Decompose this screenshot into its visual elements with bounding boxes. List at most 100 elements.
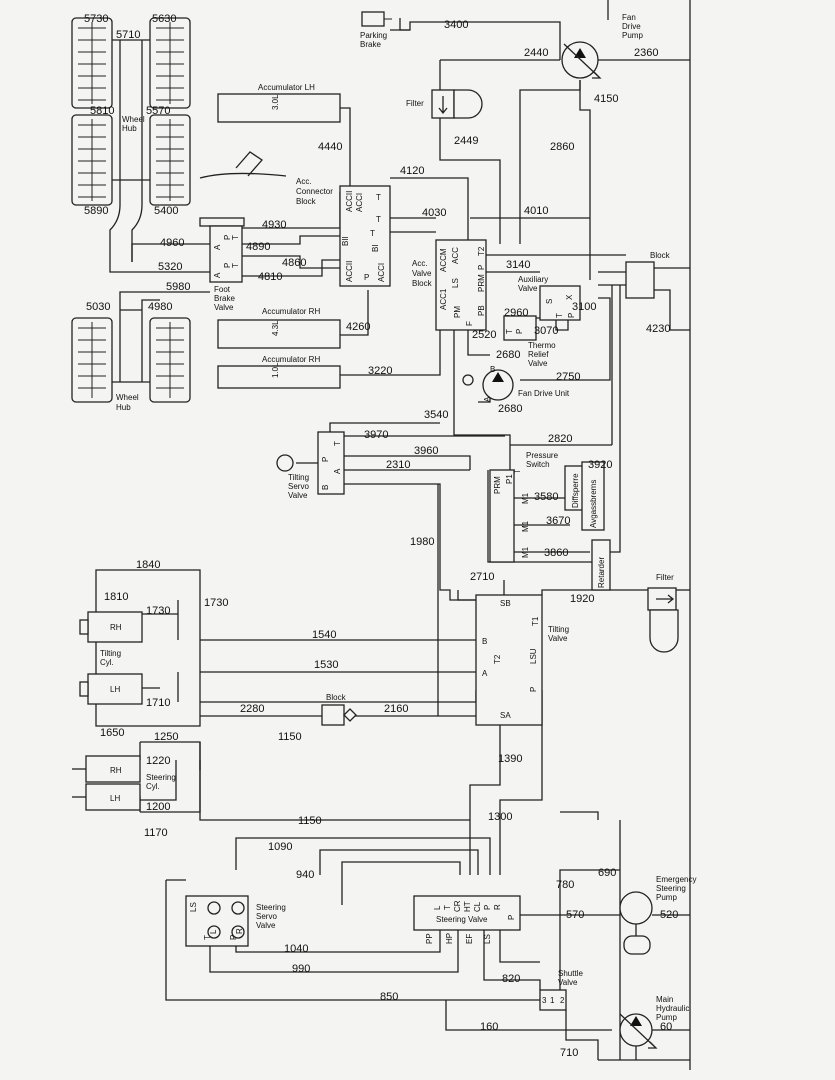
port-acc-valve-8: PM <box>453 306 462 318</box>
port-tilt-servo-2: A <box>333 468 342 474</box>
port-acc-connector-9: ACCI <box>377 263 386 282</box>
line-number: 3220 <box>368 365 392 377</box>
shuttle-valve <box>539 989 567 1011</box>
line-number: 940 <box>296 869 314 881</box>
foot-brake-pedal <box>199 151 287 227</box>
port-tilting-valve-5: A <box>482 669 488 678</box>
port-shuttle-0: 3 <box>542 996 547 1005</box>
label-pressure-switch-2: Switch <box>526 460 550 469</box>
port-steering-valve-3: HT <box>463 901 472 912</box>
label-fan-drive-pump-1: Fan <box>622 13 636 22</box>
port-pressure-switch-5: M1 <box>521 546 530 558</box>
port-labels: ACCII T ACCI T BII T BI ACCII P ACCI A P… <box>189 191 576 1005</box>
port-tilting-valve-1: T1 <box>531 616 540 626</box>
line-number: 160 <box>480 1021 498 1033</box>
port-acc-connector-8: P <box>364 273 369 282</box>
line-number: 5710 <box>116 29 140 41</box>
port-acc-valve-3: LS <box>451 278 460 288</box>
port-steering-valve-11: P <box>507 915 516 920</box>
pressure-switch <box>489 469 515 563</box>
line-number: 4960 <box>160 237 184 249</box>
port-steering-valve-8: HP <box>445 933 454 944</box>
label-tilting-servo-1: Tilting <box>288 473 309 482</box>
line-number: 2520 <box>472 329 496 341</box>
line-number: 5810 <box>90 105 114 117</box>
label-accumulator-rh-2: Accumulator RH <box>262 355 320 364</box>
label-shuttle-2: Valve <box>558 978 578 987</box>
port-pressure-switch-4: M1 <box>521 520 530 532</box>
label-thermo-3: Valve <box>528 359 548 368</box>
line-number: 1710 <box>146 697 170 709</box>
line-number: 4260 <box>346 321 370 333</box>
port-steering-valve-10: LS <box>483 934 492 944</box>
fan-drive-unit <box>462 369 514 401</box>
port-steering-valve-7: PP <box>425 933 434 944</box>
port-steering-valve-4: CL <box>473 901 482 912</box>
label-foot-brake-2: Brake <box>214 294 235 303</box>
port-shuttle-1: 1 <box>550 996 555 1005</box>
label-wheel-hub-bottom-2: Hub <box>116 403 131 412</box>
port-acc-valve-9: F <box>465 321 474 326</box>
wheel-tire-bottom-left <box>71 317 113 403</box>
line-number: 4930 <box>262 219 286 231</box>
acc-valve-block <box>435 239 487 331</box>
steering-cyl-rh <box>72 755 141 783</box>
port-pressure-switch-2: PRM <box>493 476 502 494</box>
line-number: 570 <box>566 909 584 921</box>
line-number: 5030 <box>86 301 110 313</box>
port-tilting-valve-0: SB <box>500 599 511 608</box>
label-emergency-pump-2: Steering <box>656 884 686 893</box>
line-number: 1090 <box>268 841 292 853</box>
line-number: 1220 <box>146 755 170 767</box>
label-tilting-servo-3: Valve <box>288 491 308 500</box>
retarder-sensor <box>591 539 611 591</box>
label-foot-brake-1: Foot <box>214 285 231 294</box>
label-acc-connector-3: Block <box>296 197 317 206</box>
line-number: 4230 <box>646 323 670 335</box>
port-foot-brake-1: P <box>223 235 232 240</box>
line-number: 3970 <box>364 429 388 441</box>
port-steer-servo-0: LS <box>189 902 198 912</box>
line-number: 1150 <box>278 731 302 743</box>
label-thermo-1: Thermo <box>528 341 556 350</box>
line-number: 4010 <box>524 205 548 217</box>
port-foot-brake-3: A <box>213 272 222 278</box>
wheel-tire-bottom-right <box>149 317 191 403</box>
port-thermo-0: T <box>505 329 514 334</box>
port-acc-connector-5: T <box>370 229 375 238</box>
line-number: 690 <box>598 867 616 879</box>
line-number: 4440 <box>318 141 342 153</box>
label-main-pump-1: Main <box>656 995 673 1004</box>
line-number: 1530 <box>314 659 338 671</box>
component-labels: Parking Brake Fan Drive Pump Filter Filt… <box>100 13 696 1022</box>
svg-text:Brake: Brake <box>360 40 381 49</box>
label-acc-vol-rh2: 1.0L <box>271 362 280 378</box>
port-pressure-switch-1: T <box>513 469 522 474</box>
label-fan-drive-unit: Fan Drive Unit <box>518 389 570 398</box>
label-aux-valve-2: Valve <box>518 284 538 293</box>
label-emergency-pump-1: Emergency <box>656 875 696 884</box>
port-tilting-valve-3: T2 <box>493 654 502 664</box>
label-rh-cyl-2: RH <box>110 766 122 775</box>
port-acc-connector-0: ACCII <box>345 191 354 212</box>
line-number: 1980 <box>410 536 434 548</box>
line-number: 2960 <box>504 307 528 319</box>
accumulator-lh <box>217 93 341 123</box>
line-number: 3960 <box>414 445 438 457</box>
label-lh-cyl-2: LH <box>110 794 120 803</box>
port-foot-brake-4: P <box>223 263 232 268</box>
tilting-servo-valve <box>317 431 345 495</box>
wheel-tire-top-left-upper <box>71 17 113 109</box>
line-number: 1040 <box>284 943 308 955</box>
line-number: 3670 <box>546 515 570 527</box>
port-pressure-switch-0: P1 <box>505 474 514 484</box>
line-number: 1250 <box>154 731 178 743</box>
line-number: 5980 <box>166 281 190 293</box>
thermo-relief-valve <box>503 315 537 341</box>
line-number: 1200 <box>146 801 170 813</box>
filter-right <box>647 587 679 653</box>
port-shuttle-2: 2 <box>560 996 565 1005</box>
line-number: 3140 <box>506 259 530 271</box>
line-number: 5320 <box>158 261 182 273</box>
avgassbrems-sensor <box>581 461 605 531</box>
